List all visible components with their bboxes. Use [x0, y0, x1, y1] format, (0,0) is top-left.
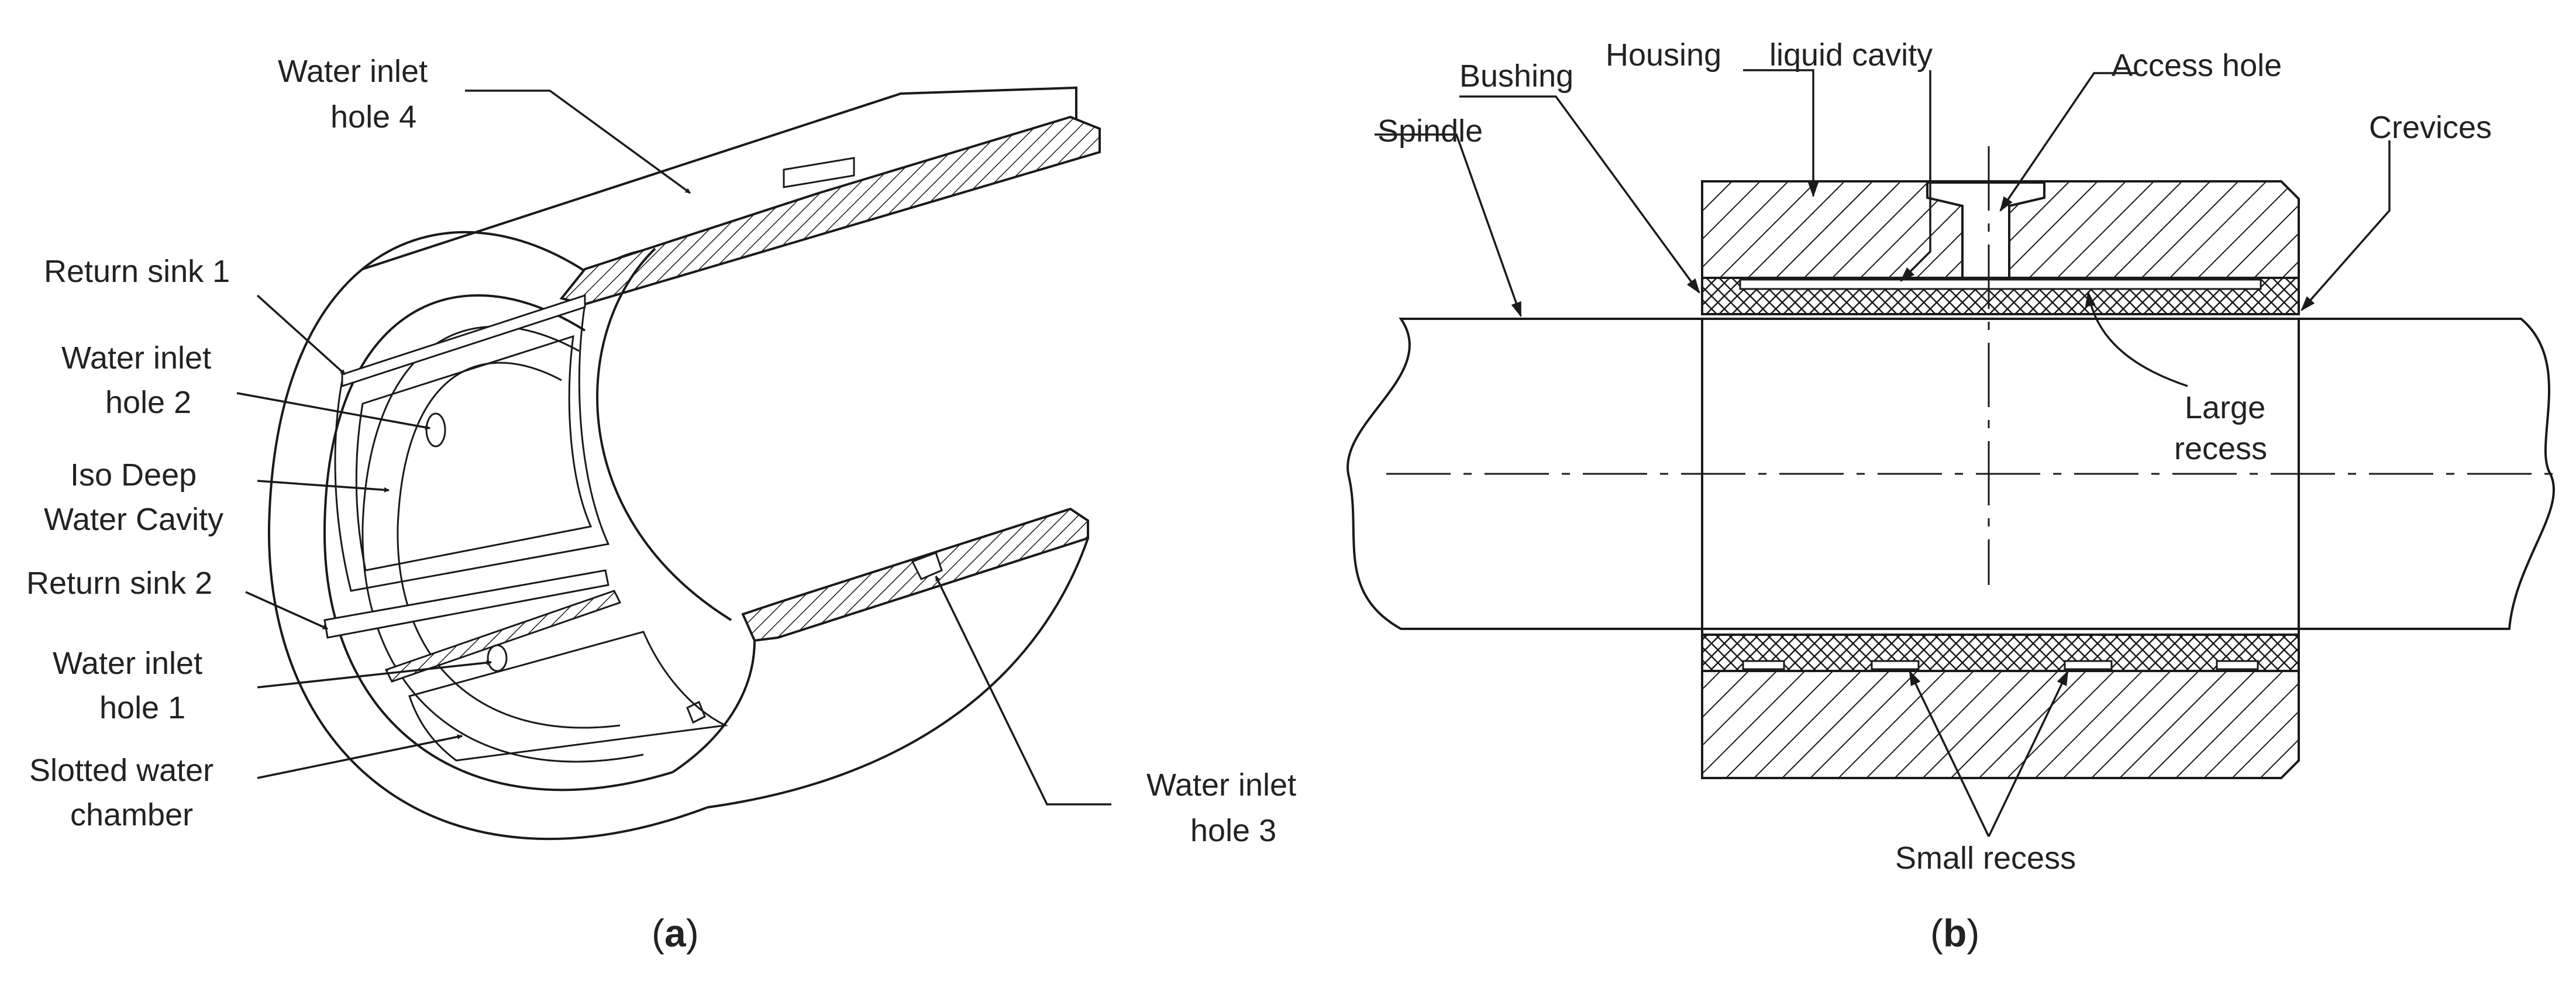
- cavity-pocket-outer: [334, 302, 610, 592]
- leader-return-sink-2: [245, 591, 328, 630]
- leader-water-inlet-hole-3: [935, 576, 1111, 806]
- small-recess-2: [1871, 660, 1920, 670]
- water-inlet-hole-2-circle: [425, 412, 446, 448]
- leader-small-recess-2: [1988, 670, 2069, 837]
- panel-a-leaders: [236, 90, 1111, 806]
- liquid-cavity-recess: [1739, 278, 2262, 290]
- outer-ring-inner-edge: [323, 294, 673, 791]
- top-cut-step: [783, 157, 855, 188]
- label-spindle: Spindle: [1377, 113, 1483, 149]
- label-iso-deep-water-cavity: Iso Deep Water Cavity: [44, 457, 223, 537]
- spindle-outline: [1346, 318, 2555, 630]
- bottom-cut-notch: [911, 552, 943, 580]
- leader-access-hole: [1999, 72, 2138, 212]
- bore-right-arc: [596, 247, 732, 621]
- panel-b-leaders: [1375, 69, 2391, 837]
- cavity-pocket-inner: [355, 335, 593, 572]
- label-small-recess: Small recess: [1895, 841, 2076, 876]
- leader-small-recess-1: [1909, 670, 1990, 837]
- leader-water-inlet-hole-4: [465, 90, 691, 194]
- bore-ring-1: [361, 325, 644, 763]
- small-recess-3: [2064, 660, 2113, 670]
- label-return-sink-1: Return sink 1: [44, 254, 230, 289]
- leader-water-inlet-hole-2: [236, 392, 431, 430]
- label-access-hole: Access hole: [2112, 48, 2282, 83]
- slotted-chamber-notch: [686, 700, 706, 724]
- panel-a-labels: Water inlet hole 4 Return sink 1 Water i…: [26, 54, 1305, 848]
- leader-water-inlet-hole-1: [257, 660, 492, 689]
- leader-crevices: [2301, 140, 2391, 311]
- top-cut-section: [559, 115, 1101, 306]
- leader-large-recess: [2085, 291, 2188, 387]
- label-slotted-water-chamber: Slotted water chamber: [29, 753, 222, 832]
- leader-return-sink-1: [256, 294, 346, 376]
- shell-bottom-inner: [671, 640, 756, 773]
- leader-housing: [1743, 69, 1819, 198]
- small-recess-4: [2216, 660, 2259, 670]
- label-water-inlet-hole-2: Water inlet hole 2: [61, 340, 220, 420]
- leader-spindle: [1375, 133, 1522, 318]
- slotted-chamber-outline: [408, 631, 729, 762]
- label-crevices: Crevices: [2369, 110, 2492, 145]
- bottom-housing: [1701, 670, 2300, 779]
- leader-bushing: [1459, 95, 1700, 294]
- label-water-inlet-hole-3: Water inlet hole 3: [1146, 767, 1305, 848]
- leader-liquid-cavity: [1900, 70, 1931, 282]
- outer-ring-front: [267, 231, 708, 841]
- slotted-strip: [384, 590, 622, 683]
- bottom-bushing: [1701, 634, 2300, 672]
- shell-bottom-outer: [707, 538, 1089, 808]
- label-bushing: Bushing: [1459, 58, 1573, 94]
- return-sink-1-strip: [341, 294, 586, 388]
- shell-top-contour: [362, 86, 1077, 300]
- label-water-inlet-hole-4: Water inlet hole 4: [278, 54, 436, 135]
- leader-slotted: [257, 734, 463, 779]
- label-water-inlet-hole-1: Water inlet hole 1: [53, 646, 211, 725]
- label-return-sink-2: Return sink 2: [26, 566, 212, 601]
- caption-a: (a): [652, 911, 699, 955]
- caption-b: (b): [1930, 911, 1979, 955]
- water-inlet-hole-1-circle: [487, 644, 508, 672]
- leader-iso-deep: [257, 480, 390, 493]
- bottom-cut-section: [741, 507, 1089, 642]
- panel-b-labels: Spindle Bushing Housing liquid cavity Ac…: [1377, 37, 2492, 876]
- panel-b-drawing: [1346, 146, 2562, 779]
- small-recess-1: [1742, 660, 1785, 670]
- label-housing: Housing: [1606, 37, 1721, 73]
- panel-a-drawing: [267, 86, 1101, 841]
- label-large-recess: Large recess: [2174, 390, 2274, 466]
- label-liquid-cavity: liquid cavity: [1769, 37, 1933, 73]
- bore-ring-2: [397, 362, 621, 729]
- return-sink-2-strip: [323, 569, 609, 639]
